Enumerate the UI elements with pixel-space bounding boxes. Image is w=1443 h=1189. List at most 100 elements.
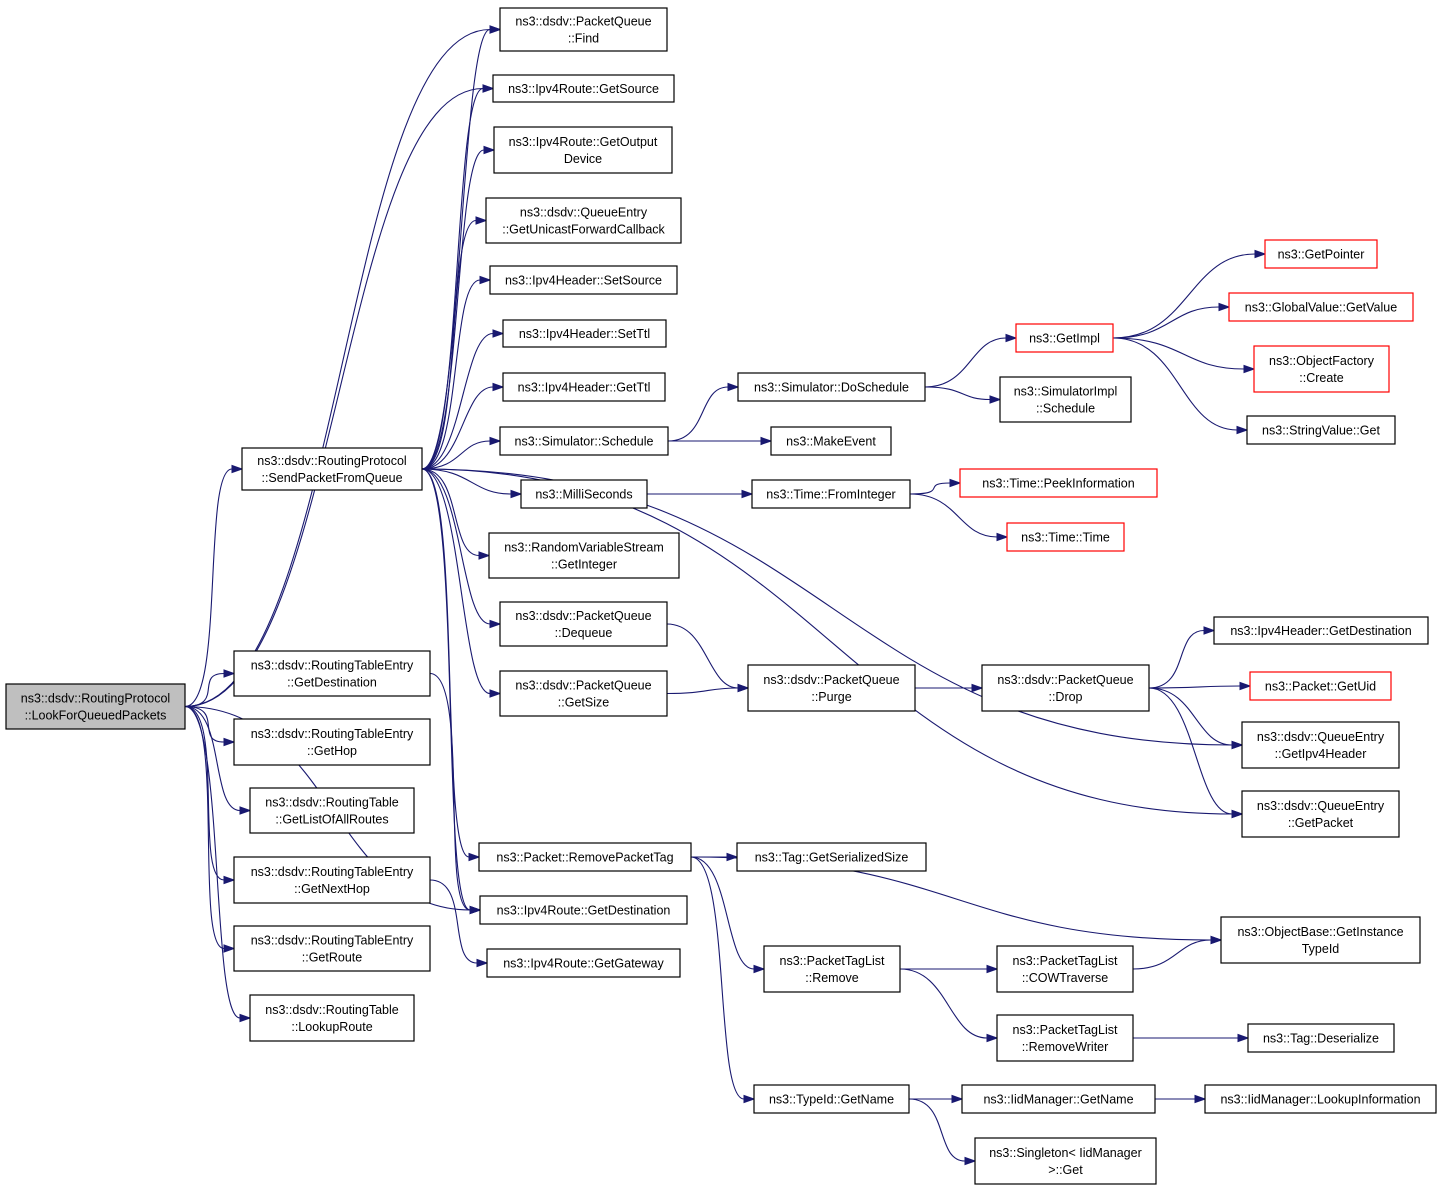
node-box[interactable] — [249, 787, 415, 834]
node-qe-getunicastforwardcallback[interactable]: ns3::dsdv::QueueEntry::GetUnicastForward… — [485, 197, 682, 244]
node-pq-getsize[interactable]: ns3::dsdv::PacketQueue::GetSize — [499, 670, 668, 717]
node-box[interactable] — [1228, 292, 1414, 322]
node-box[interactable] — [1249, 671, 1392, 701]
node-rvs-getinteger[interactable]: ns3::RandomVariableStream::GetInteger — [488, 532, 680, 579]
node-rte-getnexthop[interactable]: ns3::dsdv::RoutingTableEntry::GetNextHop — [233, 856, 431, 904]
node-pq-dequeue[interactable]: ns3::dsdv::PacketQueue::Dequeue — [499, 601, 668, 647]
node-ipv4header-getttl[interactable]: ns3::Ipv4Header::GetTtl — [502, 372, 666, 402]
node-box[interactable] — [996, 945, 1134, 993]
node-rt-getlistofallroutes[interactable]: ns3::dsdv::RoutingTable::GetListOfAllRou… — [249, 787, 415, 834]
node-ipv4route-getsource[interactable]: ns3::Ipv4Route::GetSource — [492, 74, 675, 103]
node-box[interactable] — [241, 447, 423, 491]
node-send-packet-from-queue[interactable]: ns3::dsdv::RoutingProtocol::SendPacketFr… — [241, 447, 423, 491]
node-milliseconds[interactable]: ns3::MilliSeconds — [520, 479, 648, 509]
node-box[interactable] — [233, 650, 431, 697]
node-rte-gethop[interactable]: ns3::dsdv::RoutingTableEntry::GetHop — [233, 718, 431, 766]
node-box[interactable] — [499, 670, 668, 717]
node-box[interactable] — [520, 479, 648, 509]
node-rte-getdestination[interactable]: ns3::dsdv::RoutingTableEntry::GetDestina… — [233, 650, 431, 697]
node-time-time[interactable]: ns3::Time::Time — [1006, 522, 1125, 552]
node-packettaglist-remove[interactable]: ns3::PacketTagList::Remove — [763, 945, 901, 993]
node-box[interactable] — [1006, 522, 1125, 552]
node-makeevent[interactable]: ns3::MakeEvent — [770, 426, 892, 456]
node-ipv4route-getgateway[interactable]: ns3::Ipv4Route::GetGateway — [486, 948, 681, 978]
node-ipv4route-getdestination[interactable]: ns3::Ipv4Route::GetDestination — [479, 895, 688, 925]
node-iidmanager-getname[interactable]: ns3::IidManager::GetName — [961, 1084, 1156, 1114]
node-box[interactable] — [961, 1084, 1156, 1114]
node-simulator-doschedule[interactable]: ns3::Simulator::DoSchedule — [737, 372, 926, 402]
node-getimpl[interactable]: ns3::GetImpl — [1015, 323, 1114, 353]
node-box[interactable] — [478, 842, 692, 872]
node-qe-getipv4header[interactable]: ns3::dsdv::QueueEntry::GetIpv4Header — [1241, 721, 1400, 769]
node-box[interactable] — [233, 856, 431, 904]
node-qe-getpacket[interactable]: ns3::dsdv::QueueEntry::GetPacket — [1241, 790, 1400, 838]
node-rt-lookuproute[interactable]: ns3::dsdv::RoutingTable::LookupRoute — [249, 994, 415, 1042]
node-look-for-queued[interactable]: ns3::dsdv::RoutingProtocol::LookForQueue… — [5, 683, 186, 730]
node-box[interactable] — [499, 426, 669, 456]
node-box[interactable] — [974, 1137, 1157, 1185]
node-box[interactable] — [249, 994, 415, 1042]
node-box[interactable] — [1204, 1084, 1437, 1114]
node-box[interactable] — [5, 683, 186, 730]
node-box[interactable] — [1241, 721, 1400, 769]
node-box[interactable] — [753, 1084, 910, 1114]
node-getpointer[interactable]: ns3::GetPointer — [1264, 239, 1378, 269]
node-box[interactable] — [959, 468, 1158, 498]
node-pq-drop[interactable]: ns3::dsdv::PacketQueue::Drop — [981, 664, 1150, 712]
node-ipv4header-setttl[interactable]: ns3::Ipv4Header::SetTtl — [502, 319, 667, 348]
node-box[interactable] — [486, 948, 681, 978]
node-box[interactable] — [1220, 916, 1421, 964]
node-tag-getserializedsize[interactable]: ns3::Tag::GetSerializedSize — [736, 842, 927, 872]
node-box[interactable] — [485, 197, 682, 244]
node-ipv4header-setsource[interactable]: ns3::Ipv4Header::SetSource — [489, 265, 678, 295]
node-simulatorimpl-schedule[interactable]: ns3::SimulatorImpl::Schedule — [999, 376, 1132, 423]
node-globalvalue-getvalue[interactable]: ns3::GlobalValue::GetValue — [1228, 292, 1414, 322]
node-box[interactable] — [1247, 1023, 1395, 1053]
node-typeid-getname[interactable]: ns3::TypeId::GetName — [753, 1084, 910, 1114]
node-box[interactable] — [233, 718, 431, 766]
node-box[interactable] — [737, 372, 926, 402]
node-packettaglist-cowtraverse[interactable]: ns3::PacketTagList::COWTraverse — [996, 945, 1134, 993]
node-pq-purge[interactable]: ns3::dsdv::PacketQueue::Purge — [747, 664, 916, 712]
node-box[interactable] — [763, 945, 901, 993]
node-box[interactable] — [1213, 616, 1429, 645]
node-box[interactable] — [1253, 345, 1390, 393]
node-box[interactable] — [499, 7, 668, 52]
node-box[interactable] — [493, 126, 673, 174]
node-box[interactable] — [502, 319, 667, 348]
node-tag-deserialize[interactable]: ns3::Tag::Deserialize — [1247, 1023, 1395, 1053]
node-box[interactable] — [996, 1014, 1134, 1062]
node-box[interactable] — [502, 372, 666, 402]
node-box[interactable] — [751, 479, 911, 509]
node-packet-removepackettag[interactable]: ns3::Packet::RemovePacketTag — [478, 842, 692, 872]
node-box[interactable] — [489, 265, 678, 295]
node-time-frominteger[interactable]: ns3::Time::FromInteger — [751, 479, 911, 509]
node-singleton-iidmanager-get[interactable]: ns3::Singleton< IidManager>::Get — [974, 1137, 1157, 1185]
node-ipv4header-getdestination[interactable]: ns3::Ipv4Header::GetDestination — [1213, 616, 1429, 645]
node-box[interactable] — [981, 664, 1150, 712]
node-box[interactable] — [999, 376, 1132, 423]
node-simulator-schedule[interactable]: ns3::Simulator::Schedule — [499, 426, 669, 456]
node-box[interactable] — [499, 601, 668, 647]
node-box[interactable] — [747, 664, 916, 712]
node-box[interactable] — [736, 842, 927, 872]
node-box[interactable] — [492, 74, 675, 103]
node-box[interactable] — [1241, 790, 1400, 838]
node-rte-getroute[interactable]: ns3::dsdv::RoutingTableEntry::GetRoute — [233, 925, 431, 972]
node-iidmanager-lookupinformation[interactable]: ns3::IidManager::LookupInformation — [1204, 1084, 1437, 1114]
node-stringvalue-get[interactable]: ns3::StringValue::Get — [1246, 415, 1396, 445]
node-pq-find[interactable]: ns3::dsdv::PacketQueue::Find — [499, 7, 668, 52]
node-packettaglist-removewriter[interactable]: ns3::PacketTagList::RemoveWriter — [996, 1014, 1134, 1062]
node-box[interactable] — [479, 895, 688, 925]
node-time-peekinformation[interactable]: ns3::Time::PeekInformation — [959, 468, 1158, 498]
node-box[interactable] — [770, 426, 892, 456]
node-box[interactable] — [233, 925, 431, 972]
node-packet-getuid[interactable]: ns3::Packet::GetUid — [1249, 671, 1392, 701]
node-box[interactable] — [1015, 323, 1114, 353]
node-box[interactable] — [1264, 239, 1378, 269]
node-objectfactory-create[interactable]: ns3::ObjectFactory::Create — [1253, 345, 1390, 393]
node-box[interactable] — [1246, 415, 1396, 445]
node-box[interactable] — [488, 532, 680, 579]
